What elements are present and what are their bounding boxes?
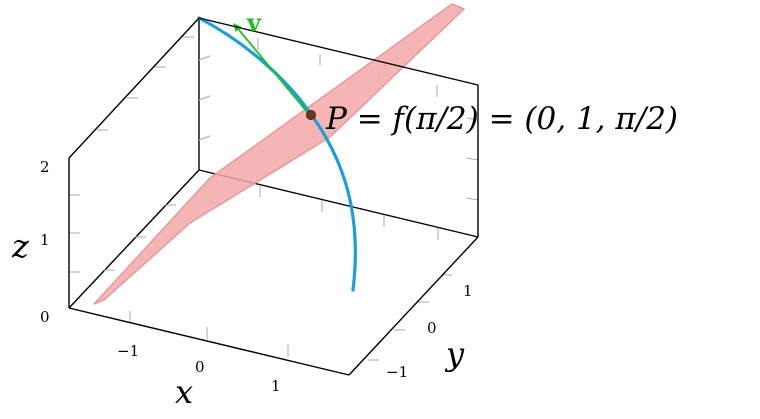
x-tick-label: −1 [117, 342, 139, 360]
z-axis-label: z [11, 227, 30, 265]
box-edge-front-bottom [68, 307, 350, 376]
x-axis-label: x [175, 373, 193, 411]
tick-mark [198, 135, 211, 141]
box-edge-bottom-right [348, 236, 479, 376]
box-edge-top-right [198, 17, 479, 86]
vector-label: v [246, 8, 262, 37]
tick-marks [69, 36, 479, 361]
y-tick-label: −1 [386, 363, 408, 381]
tangent-vector [233, 23, 309, 114]
point-label: P = f(π/2) = (0, 1, π/2) [325, 101, 678, 137]
tick-mark [198, 95, 211, 101]
bounding-box-front [68, 17, 479, 376]
box-edge-top-left [68, 17, 200, 159]
z-tick-label: 1 [40, 231, 50, 249]
tangent-plane [93, 3, 466, 305]
tick-mark [198, 55, 211, 61]
point-p [305, 110, 316, 121]
helix-curve [197, 16, 357, 292]
tick-mark [466, 197, 479, 201]
y-tick-label: 1 [463, 282, 473, 300]
box-edge-back-bottom-left [68, 169, 200, 309]
y-axis-label: y [444, 335, 465, 373]
tick-mark [466, 157, 479, 161]
tick-mark [466, 117, 479, 121]
z-tick-label: 2 [40, 158, 50, 176]
z-tick-label: 0 [40, 308, 50, 326]
x-tick-label: 0 [195, 358, 205, 376]
x-tick-label: 1 [271, 377, 281, 395]
y-tick-label: 0 [427, 319, 437, 337]
